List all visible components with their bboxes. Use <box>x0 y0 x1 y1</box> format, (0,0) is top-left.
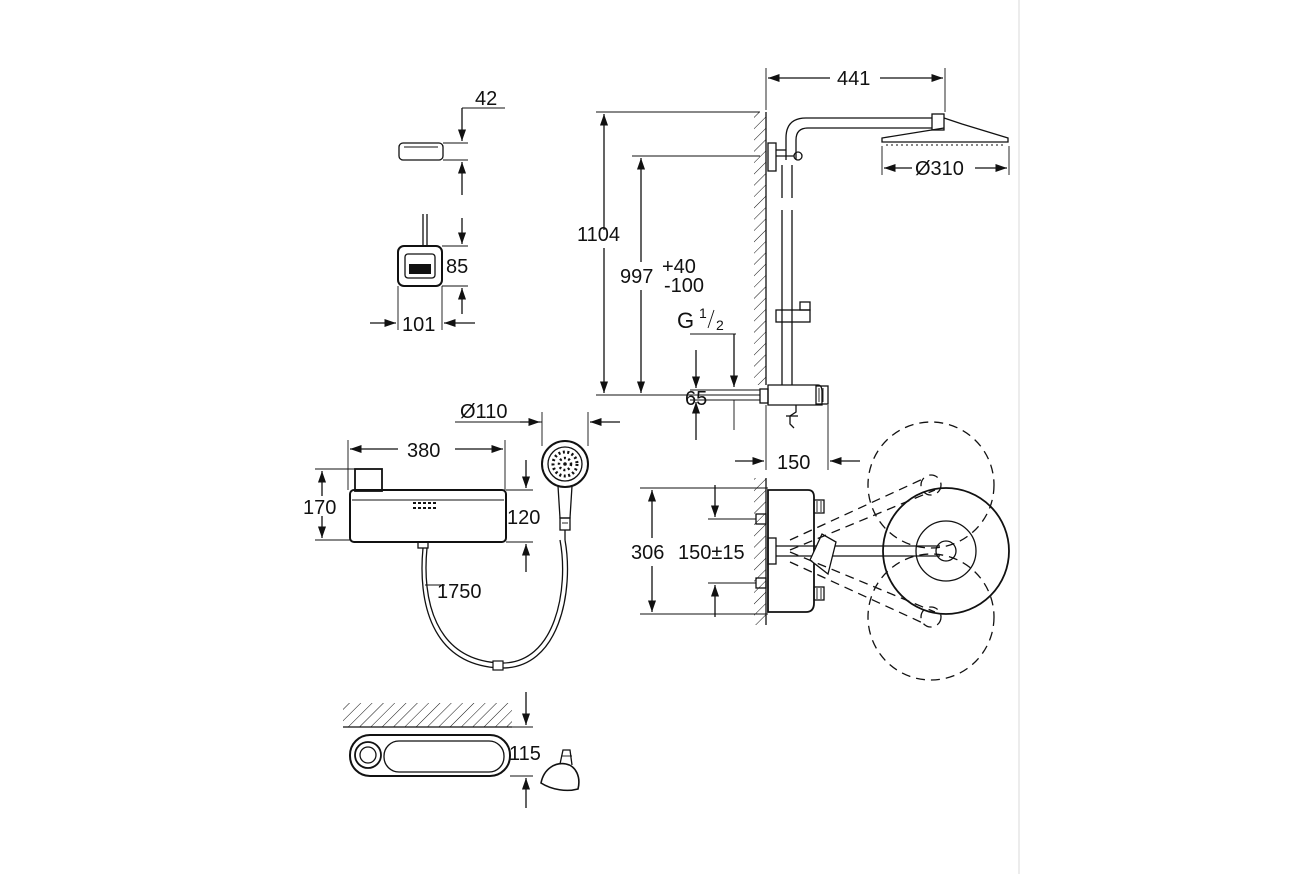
rotation-circles <box>789 421 1010 681</box>
thermostat-front-view <box>349 468 507 549</box>
thread-denominator: 2 <box>716 317 724 333</box>
dim-outlet-tol-minus: -100 <box>664 275 704 297</box>
dim-total-height-label: 1104 <box>577 224 620 246</box>
shower-system-elevation <box>754 112 1009 429</box>
dim-thermostat-height: 170 <box>303 468 355 541</box>
dim-control-depth: 42 <box>475 88 497 110</box>
dim-control-height: 85 <box>446 256 468 278</box>
dim-wall-distance: 150 <box>735 405 860 474</box>
thread-label: G <box>677 308 694 333</box>
dim-thermostat-width: 380 <box>347 440 506 490</box>
dim-arm-reach-label: 441 <box>837 68 870 90</box>
dim-head-diameter: Ø310 <box>881 146 1010 180</box>
thermostat-vents <box>413 502 437 509</box>
dim-inlet-spacing-label: 65 <box>685 388 707 410</box>
shelf-plan-view <box>343 703 580 792</box>
dim-connection-spacing: 150±15 <box>678 485 756 617</box>
dim-thread: G 1 2 <box>677 305 739 387</box>
dim-hose-length-label: 1750 <box>437 581 482 603</box>
dim-connection-spacing-label: 150±15 <box>678 542 745 564</box>
dim-hand-diameter-label: Ø110 <box>460 401 507 423</box>
hand-shower-nozzles <box>551 450 579 478</box>
hand-shower <box>541 440 589 540</box>
dim-control-width: 101 <box>402 314 435 336</box>
dim-head-diameter-label: Ø310 <box>915 158 964 180</box>
shower-hose <box>421 539 569 671</box>
dim-outlet-height-label: 997 <box>620 266 653 288</box>
dim-thermostat-outlet: 120 <box>506 460 540 572</box>
dim-outlet-height: 997 +40 -100 <box>620 155 760 393</box>
dim-side-height: 306 <box>631 487 768 615</box>
dim-thermostat-height-label: 170 <box>303 497 336 519</box>
dim-inlet-spacing: 65 <box>685 350 760 440</box>
dim-total-height: 1104 <box>577 111 760 396</box>
dim-hand-diameter: Ø110 <box>455 401 620 446</box>
dim-shelf-depth-label: 115 <box>509 743 541 765</box>
dim-thermostat-width-label: 380 <box>407 440 440 462</box>
dim-wall-distance-label: 150 <box>777 452 810 474</box>
control-module-front-view: 85 101 <box>370 214 475 336</box>
dim-thermostat-outlet-label: 120 <box>507 507 540 529</box>
dim-shelf-depth: 115 <box>509 692 541 808</box>
dim-outlet-tol-plus: +40 <box>662 256 696 278</box>
dim-arm-reach: 441 <box>765 68 946 112</box>
thermostat-side-view <box>754 478 940 625</box>
dim-hose-length: 1750 <box>425 581 482 603</box>
dim-side-height-label: 306 <box>631 542 664 564</box>
control-module-top-view: 42 <box>398 88 505 195</box>
page-divider <box>1018 0 1020 874</box>
thread-numerator: 1 <box>699 305 707 321</box>
